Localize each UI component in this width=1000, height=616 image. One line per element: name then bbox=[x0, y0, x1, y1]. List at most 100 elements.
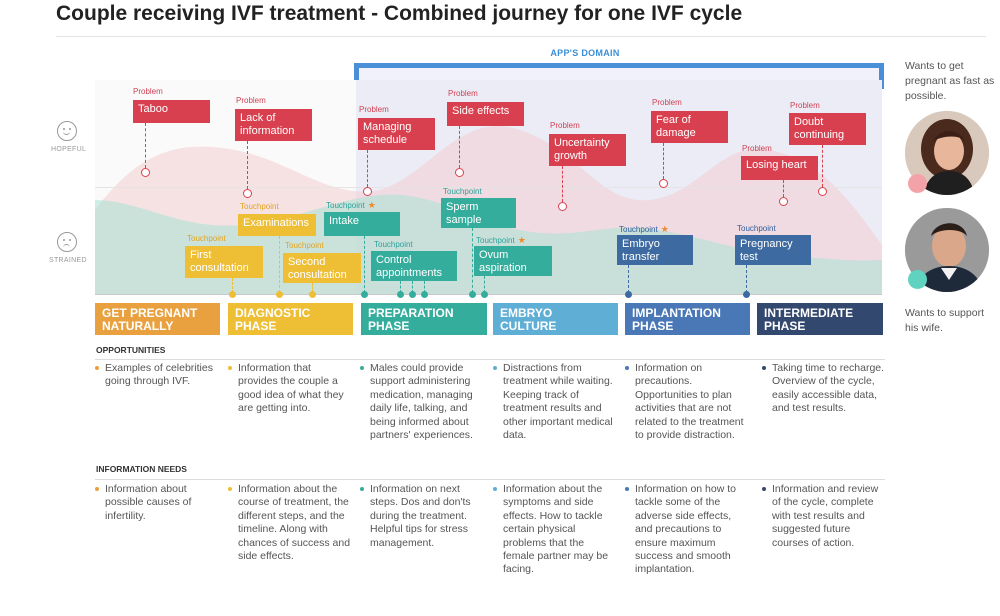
problem-managing-schedule: Managing schedule bbox=[358, 118, 435, 150]
information-need-item: Information on next steps. Dos and don't… bbox=[360, 483, 484, 550]
problem-fear-of-damage: Fear of damage bbox=[651, 111, 728, 143]
touchpoint-marker bbox=[397, 291, 404, 298]
opportunities-heading: OPPORTUNITIES bbox=[96, 345, 166, 355]
problem-marker bbox=[779, 197, 788, 206]
problem-tag: Problem bbox=[359, 105, 389, 114]
touchpoint-stem bbox=[400, 281, 401, 293]
title-divider bbox=[56, 36, 986, 37]
problem-tag: Problem bbox=[236, 96, 266, 105]
app-domain-label: APP'S DOMAIN bbox=[550, 48, 620, 58]
touchpoint-tag: Touchpoint bbox=[187, 234, 226, 243]
touchpoint-stem bbox=[472, 228, 473, 293]
smiling-face-icon bbox=[57, 121, 77, 141]
problem-stem bbox=[663, 143, 664, 179]
touchpoint-first-consultation: First consultation bbox=[185, 246, 263, 278]
problem-stem bbox=[459, 126, 460, 168]
touchpoint-tag: Touchpoint bbox=[374, 240, 413, 249]
problem-stem bbox=[247, 141, 248, 189]
information-need-item: Information about the course of treatmen… bbox=[228, 483, 352, 563]
touchpoint-marker bbox=[229, 291, 236, 298]
touchpoint-marker bbox=[469, 291, 476, 298]
touchpoint-marker bbox=[481, 291, 488, 298]
problem-marker bbox=[818, 187, 827, 196]
touchpoint-marker bbox=[309, 291, 316, 298]
touchpoint-stem bbox=[746, 265, 747, 293]
problem-taboo: Taboo bbox=[133, 100, 210, 123]
touchpoint-marker bbox=[625, 291, 632, 298]
touchpoint-stem bbox=[279, 236, 280, 293]
touchpoint-intake: Intake bbox=[324, 212, 400, 236]
male-persona-note: Wants to support his wife. bbox=[905, 307, 984, 334]
hopeful-label: HOPEFUL bbox=[51, 146, 87, 153]
problem-marker bbox=[455, 168, 464, 177]
touchpoint-tag: Touchpoint bbox=[285, 241, 324, 250]
problem-lack-of-information: Lack of information bbox=[235, 109, 312, 141]
information-needs-heading: INFORMATION NEEDS bbox=[96, 464, 187, 474]
problem-tag: Problem bbox=[652, 98, 682, 107]
app-domain-bracket-right bbox=[879, 63, 884, 89]
problem-stem bbox=[822, 145, 823, 187]
touchpoint-second-consultation: Second consultation bbox=[283, 253, 361, 283]
page-title: Couple receiving IVF treatment - Combine… bbox=[56, 2, 743, 25]
strained-label: STRAINED bbox=[49, 257, 87, 264]
problem-marker bbox=[141, 168, 150, 177]
section-divider bbox=[95, 359, 885, 360]
touchpoint-stem bbox=[628, 265, 629, 293]
star-icon: ★ bbox=[517, 235, 526, 245]
app-domain-bracket bbox=[354, 63, 884, 68]
problem-stem bbox=[783, 180, 784, 197]
touchpoint-tag: Touchpoint★ bbox=[619, 224, 669, 234]
problem-tag: Problem bbox=[742, 144, 772, 153]
problem-tag: Problem bbox=[133, 87, 163, 96]
touchpoint-examinations: Examinations bbox=[238, 214, 316, 236]
opportunity-item: Examples of celebrities going through IV… bbox=[95, 362, 219, 389]
female-persona-badge bbox=[908, 174, 927, 193]
touchpoint-stem bbox=[364, 236, 365, 293]
problem-marker bbox=[558, 202, 567, 211]
touchpoint-marker bbox=[421, 291, 428, 298]
touchpoint-control-appointments: Control appointments bbox=[371, 251, 457, 281]
problem-stem bbox=[145, 123, 146, 168]
touchpoint-ovum-aspiration: Ovum aspiration bbox=[474, 246, 552, 276]
touchpoint-marker bbox=[276, 291, 283, 298]
touchpoint-sperm-sample: Sperm sample bbox=[441, 198, 516, 228]
opportunity-item: Information on precautions. Opportunitie… bbox=[625, 362, 749, 442]
problem-marker bbox=[659, 179, 668, 188]
touchpoint-marker bbox=[743, 291, 750, 298]
touchpoint-tag: Touchpoint bbox=[443, 187, 482, 196]
problem-doubt-continuing: Doubt continuing bbox=[789, 113, 866, 145]
problem-marker bbox=[363, 187, 372, 196]
phase-preparation: PREPARATION PHASE bbox=[361, 303, 487, 335]
problem-stem bbox=[367, 150, 368, 187]
touchpoint-tag: Touchpoint bbox=[737, 224, 776, 233]
male-persona-badge bbox=[908, 270, 927, 289]
emotion-midline bbox=[95, 187, 882, 188]
phase-intermediate: INTERMEDIATE PHASE bbox=[757, 303, 883, 335]
opportunity-item: Males could provide support administerin… bbox=[360, 362, 484, 442]
touchpoint-tag: Touchpoint★ bbox=[326, 200, 376, 210]
information-need-item: Information about the symptoms and side … bbox=[493, 483, 617, 577]
touchpoint-stem bbox=[424, 281, 425, 293]
touchpoint-stem bbox=[484, 276, 485, 293]
phase-embryo-culture: EMBRYO CULTURE bbox=[493, 303, 618, 335]
female-persona-note: Wants to get pregnant as fast as possibl… bbox=[905, 60, 995, 102]
touchpoint-stem bbox=[312, 283, 313, 293]
problem-losing-heart: Losing heart bbox=[741, 156, 818, 180]
app-domain-bracket-left bbox=[354, 63, 359, 89]
touchpoint-stem bbox=[412, 281, 413, 293]
phase-diagnostic: DIAGNOSTIC PHASE bbox=[228, 303, 353, 335]
problem-stem bbox=[562, 166, 563, 202]
section-divider bbox=[95, 479, 885, 480]
touchpoint-marker bbox=[361, 291, 368, 298]
opportunity-item: Distractions from treatment while waitin… bbox=[493, 362, 617, 442]
problem-tag: Problem bbox=[790, 101, 820, 110]
touchpoint-embryo-transfer: Embryo transfer bbox=[617, 235, 693, 265]
information-need-item: Information about possible causes of inf… bbox=[95, 483, 219, 523]
touchpoint-pregnancy-test: Pregnancy test bbox=[735, 235, 811, 265]
star-icon: ★ bbox=[660, 224, 669, 234]
problem-tag: Problem bbox=[550, 121, 580, 130]
problem-side-effects: Side effects bbox=[447, 102, 524, 126]
problem-uncertainty-growth: Uncertainty growth bbox=[549, 134, 626, 166]
information-need-item: Information on how to tackle some of the… bbox=[625, 483, 749, 577]
touchpoint-tag: Touchpoint bbox=[240, 202, 279, 211]
